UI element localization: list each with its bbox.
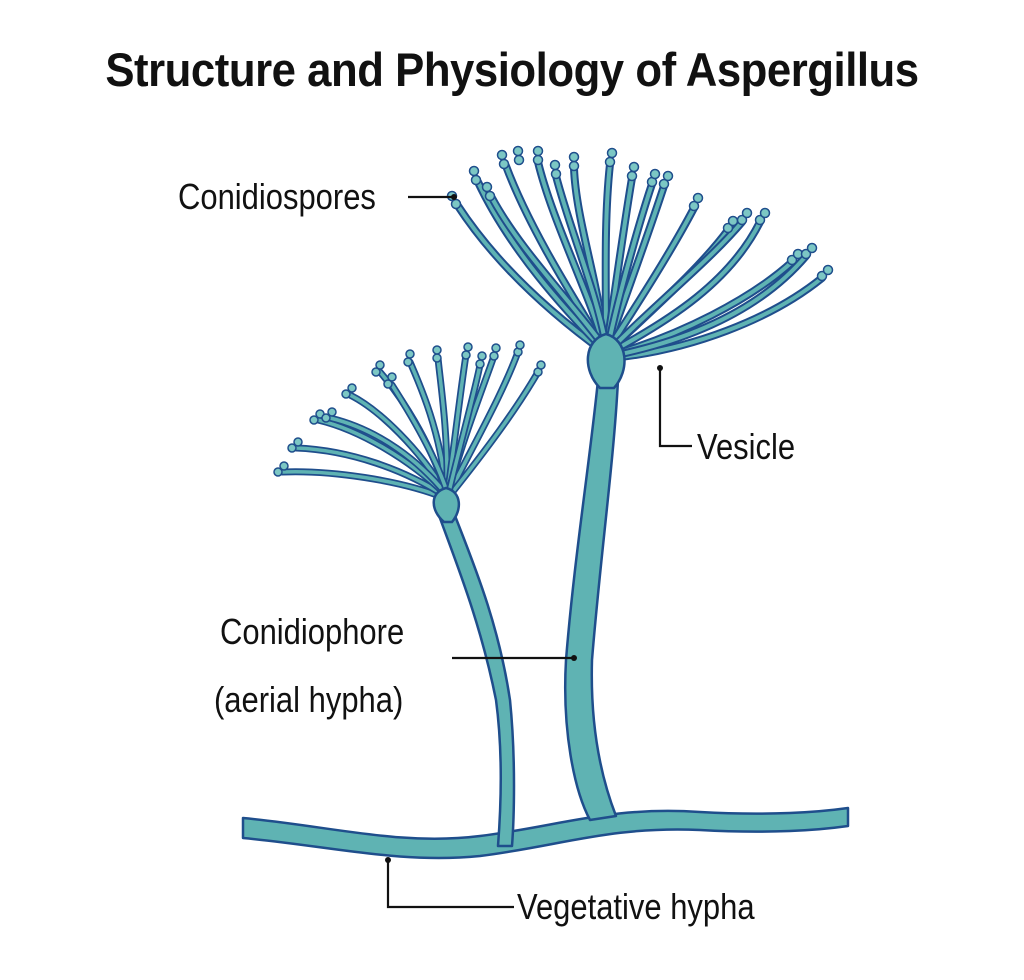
vegetative-hypha-leader-line [386, 860, 514, 909]
small-head-conidiospores [273, 340, 546, 477]
diagram-title: Structure and Physiology of Aspergillus [105, 43, 919, 96]
small-head-sterigmata [278, 348, 542, 502]
large-conidiophore-stalk [563, 378, 620, 822]
vegetative-hypha [241, 806, 850, 860]
small-conidiophore-stalk [435, 506, 516, 848]
small-vesicle [432, 486, 460, 524]
label-vegetative-hypha: Vegetative hypha [517, 886, 755, 927]
label-conidiospores: Conidiospores [178, 176, 376, 217]
label-conidiophore-note: (aerial hypha) [214, 679, 404, 720]
large-head-sterigmata [454, 158, 826, 362]
leader-line-dots [385, 194, 663, 863]
leader-lines [386, 195, 692, 909]
label-vesicle: Vesicle [697, 426, 796, 467]
vesicle-leader-line [658, 368, 692, 448]
label-conidiophore: Conidiophore [220, 611, 405, 652]
large-vesicle [586, 332, 626, 390]
large-head-conidiospores [446, 145, 834, 282]
